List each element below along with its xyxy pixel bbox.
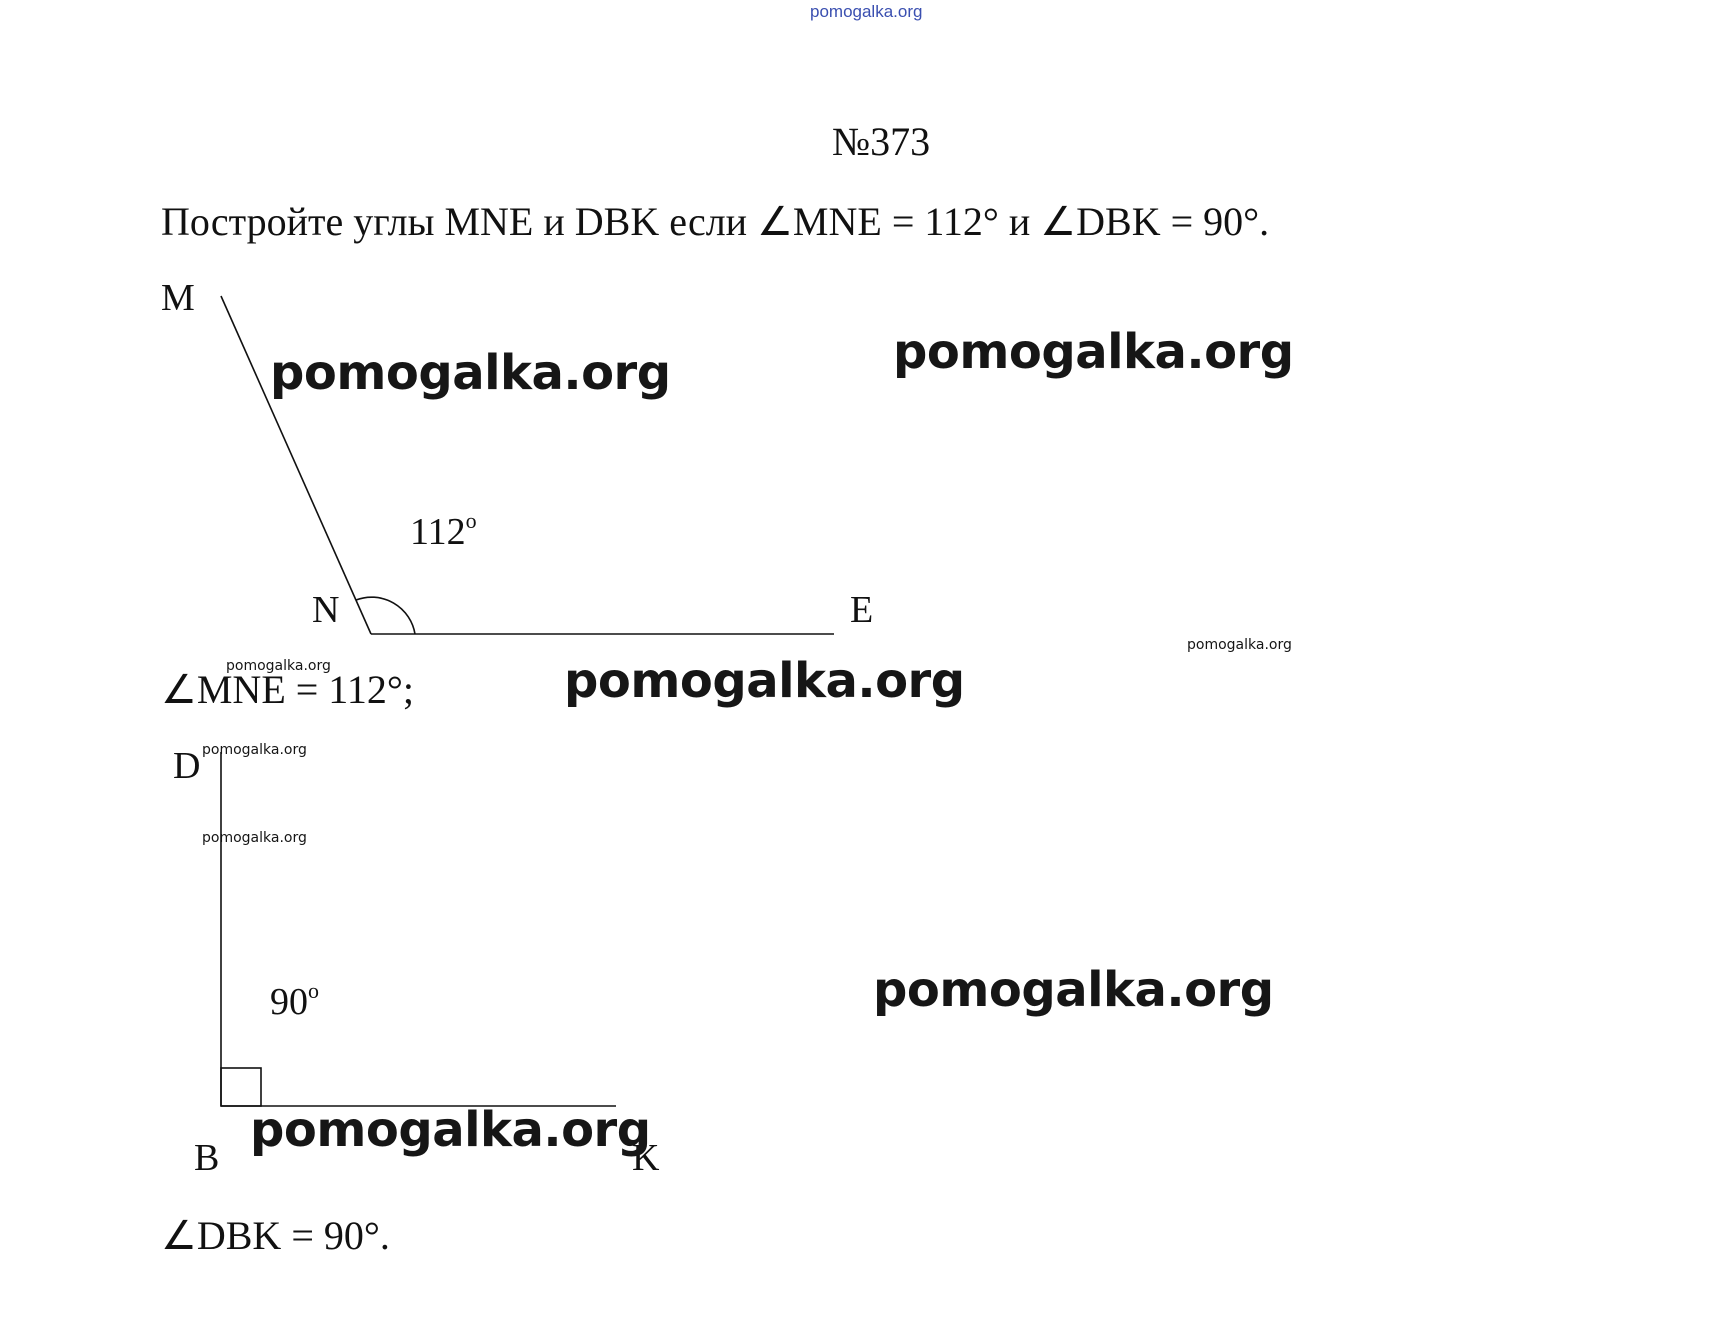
watermark: pomogalka.org xyxy=(564,653,965,709)
angle-label-112: 112o xyxy=(410,508,477,554)
watermark: pomogalka.org xyxy=(270,345,671,401)
watermark: pomogalka.org xyxy=(893,324,1294,380)
answer-mne: ∠MNE = 112°; xyxy=(161,667,414,712)
point-label-d: D xyxy=(173,745,201,787)
point-label-b: B xyxy=(194,1137,220,1179)
right-angle-mark xyxy=(220,1067,262,1107)
point-label-n: N xyxy=(312,589,340,631)
ray-nm xyxy=(220,295,372,635)
angle-label-90: 90o xyxy=(270,978,319,1024)
degree-mark: o xyxy=(465,508,477,533)
degree-mark: o xyxy=(308,978,319,1003)
point-label-m: M xyxy=(161,277,195,319)
watermark-small: pomogalka.org xyxy=(1187,637,1292,653)
watermark: pomogalka.org xyxy=(250,1102,651,1158)
watermark-small: pomogalka.org xyxy=(202,830,307,846)
watermark-small: pomogalka.org xyxy=(226,658,331,674)
watermark: pomogalka.org xyxy=(873,962,1274,1018)
watermark-small: pomogalka.org xyxy=(202,742,307,758)
angle-value-112: 112 xyxy=(410,511,466,553)
site-header-link[interactable]: pomogalka.org xyxy=(810,2,923,21)
point-label-k: K xyxy=(632,1137,660,1179)
answer-dbk: ∠DBK = 90°. xyxy=(161,1213,390,1258)
problem-statement: Постройте углы MNE и DBK если ∠MNE = 112… xyxy=(161,199,1270,244)
angle-arc-mne xyxy=(355,596,416,635)
angle-value-90: 90 xyxy=(270,981,308,1023)
problem-number: №373 xyxy=(832,119,931,164)
point-label-e: E xyxy=(850,589,874,631)
